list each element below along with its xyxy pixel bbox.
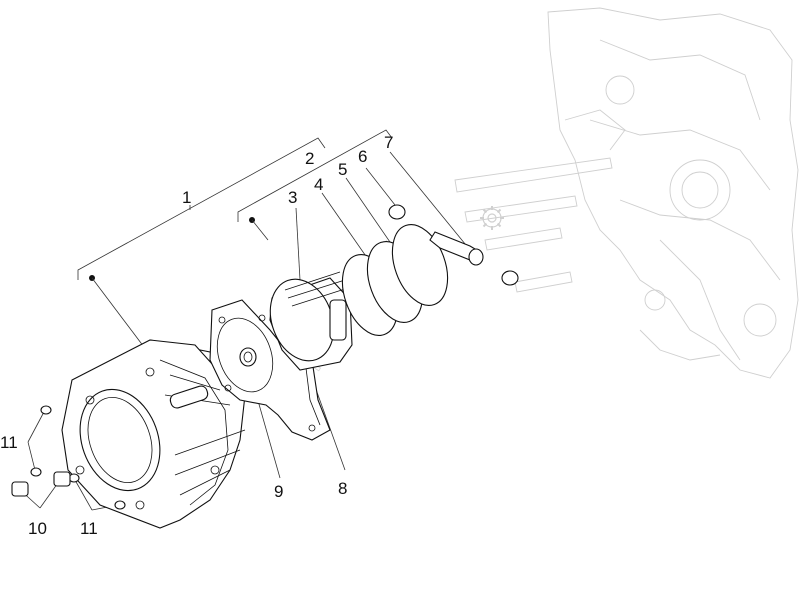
callout-5: 5 xyxy=(338,160,347,179)
callout-7: 7 xyxy=(384,133,393,152)
bracket-assembly-1 xyxy=(77,137,326,281)
callout-1: 1 xyxy=(182,188,191,207)
cylinder-block xyxy=(61,339,246,529)
circlips xyxy=(388,204,519,286)
callout-3: 3 xyxy=(288,188,297,207)
head-gasket xyxy=(209,299,331,441)
piston-rings xyxy=(341,224,449,336)
callout-9: 9 xyxy=(274,482,283,501)
callout-10: 10 xyxy=(28,519,47,538)
callout-11-left: 11 xyxy=(0,433,18,452)
piston xyxy=(269,271,353,371)
dowel-sleeve xyxy=(239,347,257,367)
callout-labels: 1 2 3 4 5 6 7 8 9 10 11 11 xyxy=(0,133,393,538)
callout-6: 6 xyxy=(358,147,367,166)
piston-pin xyxy=(429,231,484,266)
gear-icon xyxy=(480,206,504,230)
nuts xyxy=(11,471,71,497)
callout-8: 8 xyxy=(338,479,347,498)
callout-4: 4 xyxy=(314,175,323,194)
background-crankcase-ghost xyxy=(454,7,799,379)
callout-11-bottom: 11 xyxy=(80,519,98,538)
callout-2: 2 xyxy=(305,149,314,168)
